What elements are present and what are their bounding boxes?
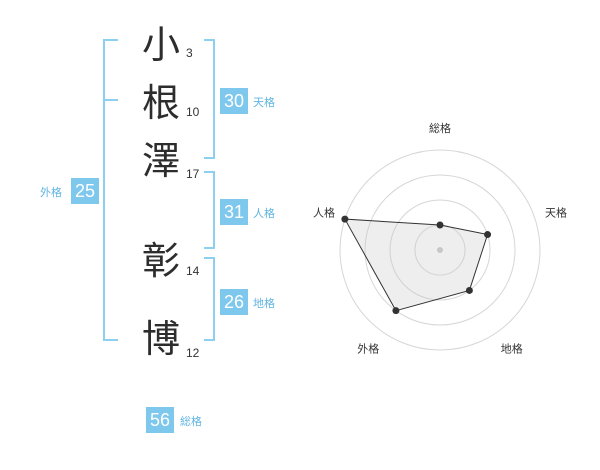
gai-label: 外格	[40, 186, 62, 199]
radar-ring	[339, 149, 541, 351]
stroke-count-4: 14	[186, 264, 200, 278]
chi-label: 地格	[253, 297, 275, 310]
radar-axis-label-1: 総格	[429, 121, 451, 135]
ten-label: 天格	[253, 96, 275, 109]
stroke-count-2: 10	[186, 105, 200, 119]
gai-value-box: 25	[71, 178, 99, 204]
jin-label: 人格	[253, 207, 275, 220]
ten-value-box: 30	[220, 88, 248, 114]
outer-bracket	[103, 39, 118, 341]
stroke-count-1: 3	[186, 46, 193, 60]
jin-value-box: 31	[220, 199, 248, 225]
radar-ring	[389, 199, 491, 301]
ten-bracket	[204, 39, 215, 159]
radar-point-3	[465, 286, 473, 294]
radar-center	[437, 247, 443, 253]
sou-value-box: 56	[146, 407, 174, 433]
radar-point-1	[436, 221, 444, 229]
radar-series-area	[344, 218, 489, 312]
radar-point-5	[341, 215, 349, 223]
radar-axis-label-4: 外格	[357, 342, 379, 356]
name-brackets	[103, 39, 215, 341]
jin-bracket	[204, 171, 215, 249]
stroke-count-5: 12	[186, 346, 200, 360]
radar-axis-label-2: 天格	[545, 205, 567, 219]
chi-bracket	[204, 257, 215, 341]
radar-ring	[364, 174, 516, 326]
name-char-3: 澤	[141, 139, 180, 183]
sou-label: 総格	[180, 415, 202, 428]
radar-point-4	[392, 307, 400, 315]
chi-value-box: 26	[220, 289, 248, 315]
name-char-5: 博	[141, 317, 180, 361]
name-char-2: 根	[141, 81, 180, 125]
stroke-count-3: 17	[186, 167, 200, 181]
name-char-1: 小	[141, 23, 180, 67]
radar-axis-label-3: 地格	[501, 342, 523, 356]
radar-axis-label-5: 人格	[313, 205, 335, 219]
radar-point-2	[484, 231, 492, 239]
name-char-4: 彰	[141, 239, 180, 283]
